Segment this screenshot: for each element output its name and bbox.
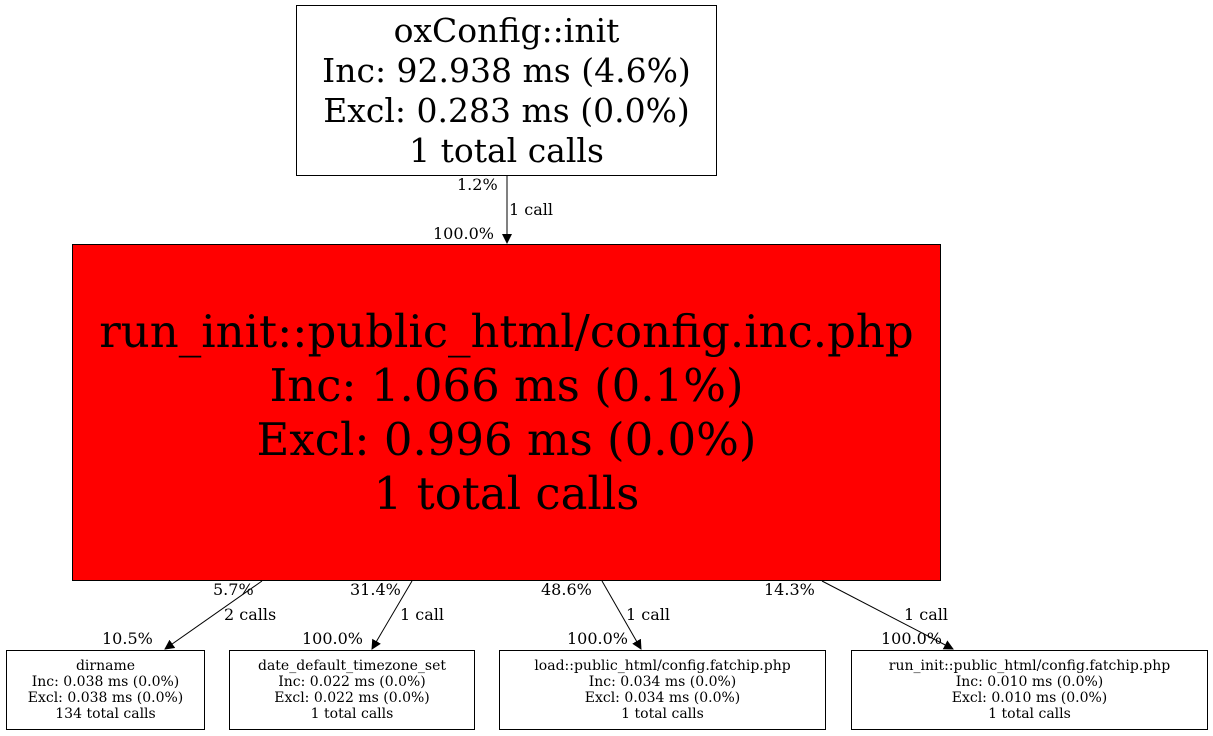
node-run-init-config-inc[interactable]: run_init::public_html/config.inc.php Inc…: [72, 244, 941, 581]
node-calls: 134 total calls: [55, 706, 156, 722]
node-inc: Inc: 1.066 ms (0.1%): [269, 358, 744, 412]
node-excl: Excl: 0.996 ms (0.0%): [256, 412, 757, 466]
edge-call-count: 1 call: [509, 200, 553, 219]
node-inc: Inc: 0.010 ms (0.0%): [955, 674, 1104, 690]
node-dirname[interactable]: dirname Inc: 0.038 ms (0.0%) Excl: 0.038…: [6, 650, 205, 730]
edge-call-count: 2 calls: [224, 605, 277, 624]
node-calls: 1 total calls: [988, 706, 1071, 722]
node-run-init-config-fatchip[interactable]: run_init::public_html/config.fatchip.php…: [851, 650, 1208, 730]
node-load-config-fatchip[interactable]: load::public_html/config.fatchip.php Inc…: [499, 650, 826, 730]
node-excl: Excl: 0.283 ms (0.0%): [323, 90, 690, 130]
node-date-default-timezone-set[interactable]: date_default_timezone_set Inc: 0.022 ms …: [229, 650, 475, 730]
node-excl: Excl: 0.022 ms (0.0%): [274, 690, 430, 706]
edge-head-pct: 100.0%: [881, 629, 943, 648]
node-calls: 1 total calls: [373, 466, 640, 520]
edge-tail-pct: 5.7%: [213, 580, 254, 599]
edge-tail-pct: 14.3%: [764, 580, 815, 599]
edge-main-to-dirname: [164, 580, 263, 650]
edge-main-to-load-fatchip: [601, 580, 642, 650]
edge-main-to-run-fatchip: [821, 580, 954, 650]
node-name: dirname: [75, 658, 136, 674]
node-excl: Excl: 0.010 ms (0.0%): [951, 690, 1108, 706]
node-oxconfig-init[interactable]: oxConfig::init Inc: 92.938 ms (4.6%) Exc…: [296, 5, 717, 176]
edge-head-pct: 100.0%: [302, 629, 364, 648]
edge-call-count: 1 call: [904, 605, 948, 624]
node-calls: 1 total calls: [310, 706, 394, 722]
node-calls: 1 total calls: [409, 130, 604, 170]
node-excl: Excl: 0.038 ms (0.0%): [27, 690, 184, 706]
edge-call-count: 1 call: [626, 605, 670, 624]
edge-tail-pct: 1.2%: [457, 175, 498, 194]
edge-call-count: 1 call: [400, 605, 444, 624]
node-inc: Inc: 0.034 ms (0.0%): [588, 674, 737, 690]
edge-tail-pct: 48.6%: [541, 580, 592, 599]
node-name: run_init::public_html/config.fatchip.php: [888, 658, 1171, 674]
node-name: oxConfig::init: [393, 10, 620, 50]
edge-main-to-date-tz: [371, 580, 413, 650]
edge-head-pct: 100.0%: [567, 629, 629, 648]
node-inc: Inc: 92.938 ms (4.6%): [322, 50, 691, 90]
node-name: date_default_timezone_set: [258, 658, 446, 674]
node-inc: Inc: 0.022 ms (0.0%): [278, 674, 426, 690]
edge-head-pct: 100.0%: [433, 224, 495, 243]
node-excl: Excl: 0.034 ms (0.0%): [584, 690, 741, 706]
node-calls: 1 total calls: [621, 706, 704, 722]
node-name: run_init::public_html/config.inc.php: [99, 304, 914, 358]
edge-head-pct: 10.5%: [102, 629, 153, 648]
edge-tail-pct: 31.4%: [350, 580, 401, 599]
node-name: load::public_html/config.fatchip.php: [534, 658, 791, 674]
node-inc: Inc: 0.038 ms (0.0%): [31, 674, 180, 690]
